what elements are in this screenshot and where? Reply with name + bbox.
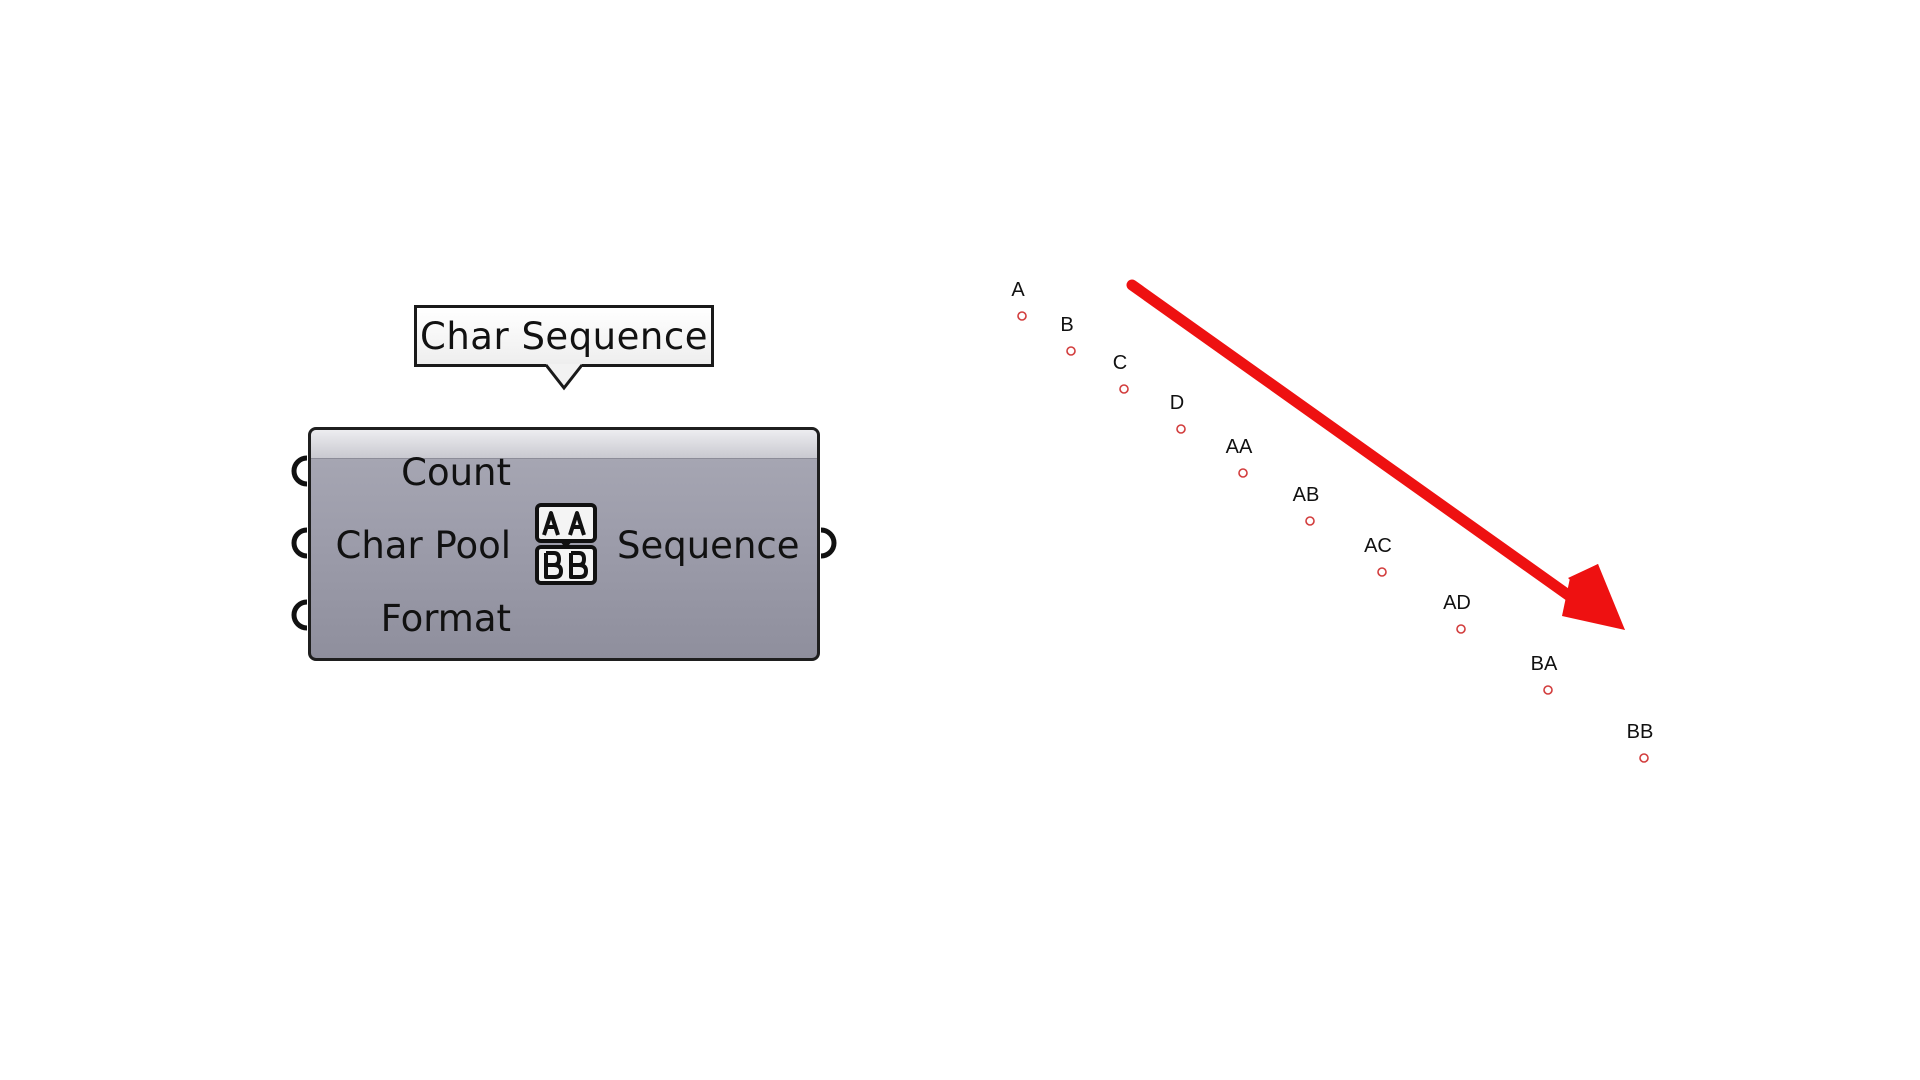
input-grip-count[interactable] xyxy=(287,454,311,488)
preview-point xyxy=(1305,516,1315,526)
component-header xyxy=(311,430,817,459)
input-grip-format[interactable] xyxy=(287,598,311,632)
preview-point-label: A xyxy=(1011,279,1025,301)
preview-point-label: BB xyxy=(1627,721,1654,743)
preview-point-label: C xyxy=(1113,352,1127,374)
input-param-format[interactable]: Format xyxy=(380,597,511,640)
red-annotation-arrow xyxy=(1126,279,1625,630)
preview-point xyxy=(1119,384,1129,394)
preview-point xyxy=(1456,624,1466,634)
preview-point xyxy=(1639,753,1649,763)
preview-point-label: BA xyxy=(1531,653,1558,675)
preview-point-label: D xyxy=(1170,392,1184,414)
aa-bb-char-sequence-icon xyxy=(535,503,597,585)
input-param-count[interactable]: Count xyxy=(401,451,511,494)
component-tooltip: Char Sequence xyxy=(414,305,714,367)
preview-point xyxy=(1066,346,1076,356)
preview-point xyxy=(1176,424,1186,434)
preview-point xyxy=(1543,685,1553,695)
output-param-sequence[interactable]: Sequence xyxy=(617,524,800,567)
input-grip-char-pool[interactable] xyxy=(287,526,311,560)
char-sequence-component[interactable]: Count Char Pool Format Sequence xyxy=(308,427,820,661)
tooltip-text: Char Sequence xyxy=(420,314,708,358)
output-grip-sequence[interactable] xyxy=(817,526,841,560)
input-param-char-pool[interactable]: Char Pool xyxy=(335,524,511,567)
arrow-shaft xyxy=(1126,279,1598,618)
preview-point xyxy=(1238,468,1248,478)
tooltip-pointer xyxy=(546,364,582,391)
preview-point-label: AC xyxy=(1364,535,1392,557)
preview-point-label: B xyxy=(1060,314,1073,336)
preview-point-label: AB xyxy=(1293,484,1320,506)
preview-point xyxy=(1017,311,1027,321)
preview-point-label: AD xyxy=(1443,592,1471,614)
preview-point-label: AA xyxy=(1226,436,1253,458)
preview-point xyxy=(1377,567,1387,577)
